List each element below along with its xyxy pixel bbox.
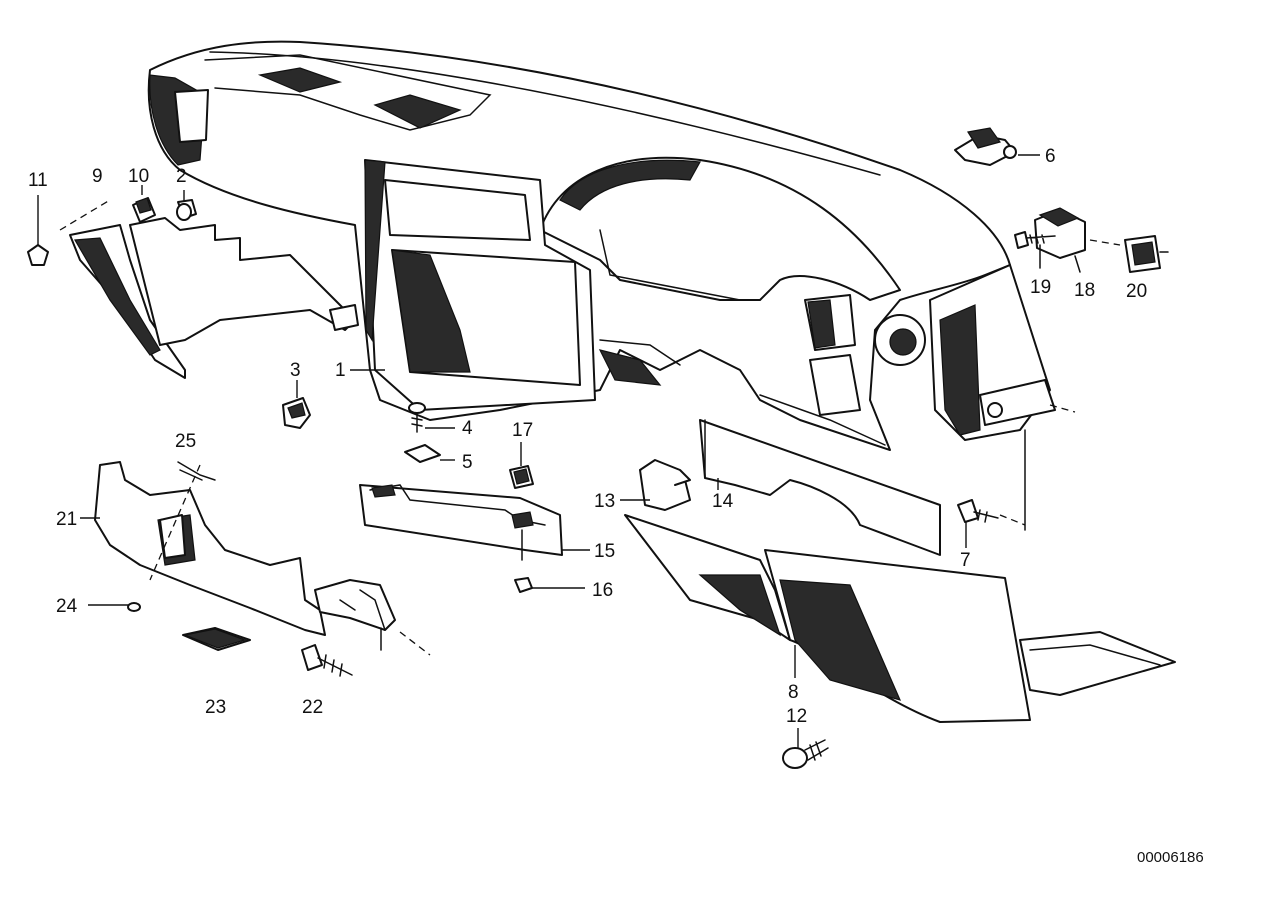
part-15-trim-strip	[359, 484, 590, 561]
part-23-pad	[182, 627, 251, 651]
callout-21: 21	[56, 509, 77, 530]
part-4-screw	[408, 402, 455, 433]
callout-7: 7	[960, 550, 971, 571]
callout-4: 4	[462, 418, 473, 439]
callout-25: 25	[175, 431, 196, 452]
callout-17: 17	[512, 420, 533, 441]
part-20-clip	[1089, 235, 1169, 273]
assembly-guide-lines	[999, 404, 1076, 531]
callout-24: 24	[56, 596, 78, 617]
part-16-clip	[514, 577, 585, 593]
part-25-pin	[149, 461, 216, 581]
part-7-screw	[957, 499, 999, 548]
callout-11: 11	[28, 170, 48, 191]
callout-15: 15	[594, 541, 615, 562]
part-2-bulb	[176, 190, 197, 221]
part-18-bracket	[1034, 207, 1086, 273]
part-5-nut	[404, 444, 455, 463]
callout-10: 10	[128, 166, 149, 187]
part-12-clip	[782, 728, 829, 769]
part-13-bracket	[620, 459, 691, 511]
part-19-screw	[1014, 231, 1056, 269]
callout-22: 22	[302, 697, 323, 718]
part-3-clip	[282, 380, 311, 429]
part-21-lower-trim	[80, 461, 431, 656]
diagram-reference-number: 00006186	[1137, 849, 1204, 866]
callout-8: 8	[788, 682, 799, 703]
callout-19: 19	[1030, 277, 1051, 298]
callout-18: 18	[1074, 280, 1095, 301]
part-22-screw	[301, 644, 353, 677]
part-14-trim-panel	[699, 419, 941, 556]
callout-9: 9	[92, 166, 103, 187]
dashboard-panel	[147, 40, 1056, 451]
part-8-glove-box	[624, 514, 1176, 723]
callout-6: 6	[1045, 146, 1056, 167]
callout-1: 1	[335, 360, 346, 381]
callout-14: 14	[712, 491, 734, 512]
part-24-clip	[88, 602, 141, 612]
callout-23: 23	[205, 697, 226, 718]
part-9-side-panel	[59, 199, 186, 379]
callout-20: 20	[1126, 281, 1147, 302]
callout-16: 16	[592, 580, 613, 601]
callout-13: 13	[594, 491, 615, 512]
part-11-clip	[27, 195, 49, 266]
part-10-clip	[132, 185, 156, 223]
callout-12: 12	[786, 706, 807, 727]
left-lower-trim	[129, 217, 359, 346]
callout-3: 3	[290, 360, 301, 381]
callout-5: 5	[462, 452, 473, 473]
part-6-clip	[954, 127, 1040, 166]
part-17-clip	[509, 442, 534, 489]
callout-2: 2	[176, 166, 187, 187]
